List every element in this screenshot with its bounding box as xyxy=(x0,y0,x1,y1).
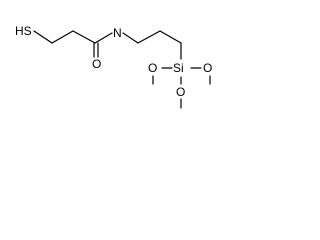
methoxy-oxygen-right-label: O xyxy=(203,61,212,75)
bond-c5-c6 xyxy=(159,30,182,44)
atom-labels: HS N O Si O O O xyxy=(15,24,212,99)
methoxy-oxygen-left-label: O xyxy=(148,61,157,75)
carbonyl-oxygen-label: O xyxy=(92,57,101,71)
bond-c3-n xyxy=(94,32,113,44)
silicon-label: Si xyxy=(173,61,184,75)
bond-n-c4 xyxy=(122,32,139,44)
thiol-label: HS xyxy=(15,24,32,38)
bonds xyxy=(33,30,211,109)
bond-c4-c5 xyxy=(137,30,161,44)
nitrogen-label: N xyxy=(113,26,122,40)
methoxy-oxygen-bottom-label: O xyxy=(176,85,185,99)
bond-c2-c3 xyxy=(72,30,96,44)
bond-s-c1 xyxy=(33,30,53,44)
bond-c1-c2 xyxy=(51,30,74,44)
structural-formula: HS N O Si O O O xyxy=(15,24,212,109)
structure-canvas: HS N O Si O O O xyxy=(0,0,237,121)
